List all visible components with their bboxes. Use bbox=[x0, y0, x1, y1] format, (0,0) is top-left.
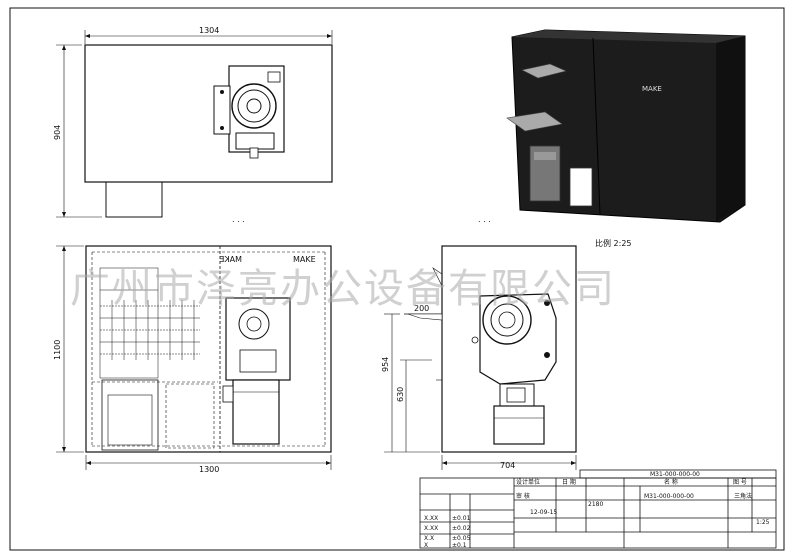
tol-range-0: X.XX bbox=[424, 515, 438, 522]
tol-range-1: X.XX bbox=[424, 525, 438, 532]
tb-header-2: 名 称 bbox=[664, 478, 678, 486]
top-view: 1304 904 bbox=[53, 26, 333, 218]
projection: 三角法 bbox=[734, 492, 752, 500]
date: 12-09-15 bbox=[530, 509, 557, 516]
front-shelf-grid bbox=[99, 267, 200, 379]
top-cabinet-outline bbox=[84, 44, 333, 183]
top-width-label: 1304 bbox=[199, 26, 219, 35]
iso-view: MAKE 比例 2:25 bbox=[506, 29, 746, 248]
tb-header-4: 审 核 bbox=[516, 492, 530, 500]
tol-value-2: ±0.05 bbox=[452, 535, 471, 542]
ellipsis-top: . . . bbox=[232, 215, 245, 224]
front-view: 1100 MAKE MAKE bbox=[53, 245, 332, 474]
motor-side bbox=[471, 293, 557, 445]
tol-range-3: X bbox=[424, 542, 428, 549]
top-depth-label: 904 bbox=[53, 125, 62, 140]
tol-value-1: ±0.02 bbox=[452, 525, 471, 532]
side-height-label: 954 bbox=[381, 357, 390, 372]
front-width-label: 1300 bbox=[199, 465, 219, 474]
tol-range-2: X.X bbox=[424, 535, 434, 542]
front-brand-text: MAKE bbox=[293, 255, 316, 264]
scale: 1:25 bbox=[756, 519, 770, 526]
front-mirrored-text: MAKE bbox=[219, 255, 242, 264]
ellipsis-right: . . . bbox=[478, 215, 491, 224]
tb-header-3: 图 号 bbox=[733, 479, 747, 486]
motor-front bbox=[222, 297, 291, 445]
watermark: 广州市泽亮办公设备有限公司 bbox=[70, 266, 616, 312]
side-view: 200 954 630 704 bbox=[381, 245, 577, 470]
side-subheight-label: 630 bbox=[396, 387, 405, 402]
tol-value-0: ±0.01 bbox=[452, 515, 471, 522]
iso-scale-label: 比例 2:25 bbox=[595, 238, 632, 248]
motor-top bbox=[213, 65, 285, 159]
tol-value-3: ±0.1 bbox=[452, 542, 467, 549]
side-shelf-label: 200 bbox=[414, 304, 429, 313]
iso-brand: MAKE bbox=[642, 85, 662, 93]
title-block bbox=[419, 469, 777, 549]
sheet-border bbox=[9, 7, 785, 551]
side-width-label: 704 bbox=[500, 461, 515, 470]
drawing-no: M31-000-000-00 bbox=[644, 493, 694, 500]
side-cabinet-outline bbox=[441, 245, 577, 453]
top-drawer bbox=[105, 181, 163, 218]
tb-header-1: 日 期 bbox=[562, 478, 576, 486]
front-height-label: 1100 bbox=[53, 340, 62, 360]
drawing-no-top: M31-000-000-00 bbox=[650, 471, 700, 478]
front-cabinet-outline bbox=[85, 245, 332, 453]
tb-header-0: 设计单位 bbox=[516, 478, 540, 486]
weight: 2180 bbox=[588, 501, 603, 508]
front-drawer-left bbox=[101, 379, 159, 451]
